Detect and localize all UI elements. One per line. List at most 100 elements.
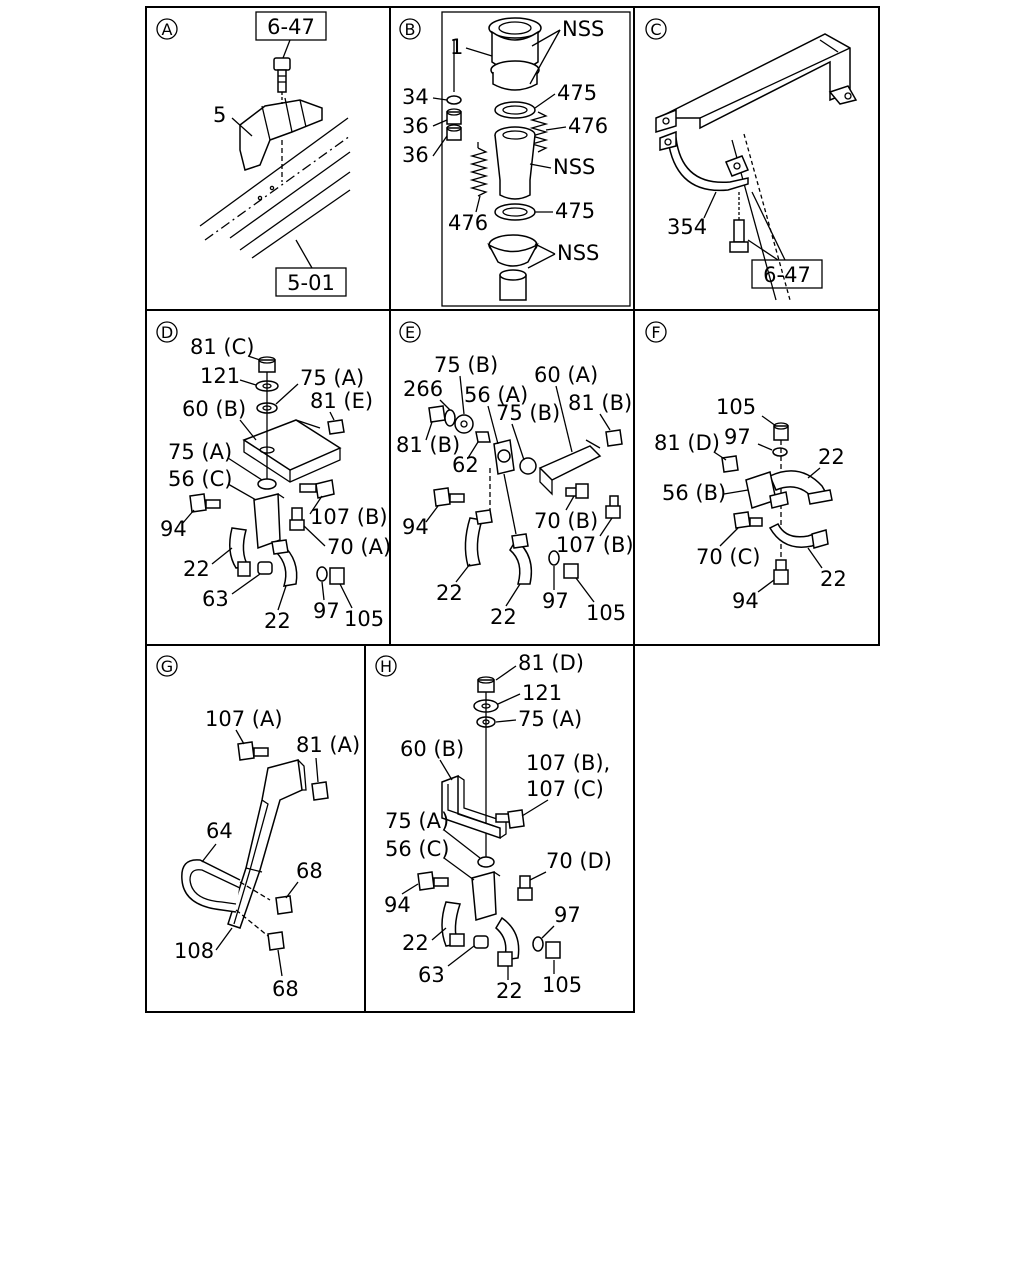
bushing-75a-lower — [477, 856, 495, 868]
callout-label: 75 (B) — [496, 401, 560, 425]
callout-label: 68 — [272, 977, 299, 1001]
bushing-75a-lower — [257, 478, 277, 490]
callout-label: 94 — [384, 893, 411, 917]
nut-68-lower — [267, 931, 285, 951]
nut-36-lower — [446, 124, 462, 141]
callout-label: 64 — [206, 819, 233, 843]
panel-e-letter-circle — [399, 321, 421, 343]
clamp-22-upper — [769, 470, 833, 505]
callout-label: 108 — [174, 939, 214, 963]
clamp-22-right — [509, 533, 533, 585]
bolt-70a — [289, 507, 305, 531]
callout-label: 81 (B) — [568, 391, 632, 415]
callout-label: 81 (E) — [310, 389, 373, 413]
callout-label: 105 — [716, 395, 756, 419]
panel-f-letter: F — [651, 323, 660, 342]
band-clamp-354 — [659, 130, 749, 192]
flange-lower — [487, 234, 539, 301]
callout-label: 22 — [818, 445, 845, 469]
callout-label: 354 — [667, 215, 707, 239]
clamp-22-right — [495, 916, 520, 967]
callout-label: 94 — [160, 517, 187, 541]
washer-97 — [548, 550, 560, 566]
callout-label: 60 (A) — [534, 363, 598, 387]
nut-81d — [477, 676, 495, 693]
callout-label: 266 — [403, 377, 443, 401]
callout-label: 22 — [436, 581, 463, 605]
panel-frames — [145, 6, 880, 1013]
spring-476-right — [529, 111, 549, 153]
washer-266 — [444, 409, 456, 427]
callout-label: 6-47 — [763, 263, 811, 287]
panel-e: E — [396, 321, 634, 629]
panel-b-letter: B — [405, 20, 416, 39]
panel-g: G 107 (A) 81 (A) 64 — [156, 655, 360, 1001]
bolt-6-47 — [729, 192, 749, 253]
callout-label: 107 (B), — [526, 751, 610, 775]
callout-label: 62 — [452, 453, 479, 477]
callout-label: 105 — [344, 607, 384, 631]
callout-label: 34 — [402, 85, 429, 109]
bolt-107bc — [495, 809, 525, 829]
panel-g-letter-circle — [156, 655, 178, 677]
bolt-70b — [565, 483, 589, 499]
callout-label: 6-47 — [267, 15, 315, 39]
panel-d-letter: D — [161, 323, 173, 342]
clamp-22-lower — [768, 522, 829, 549]
bushing-75b-right — [519, 457, 537, 475]
flange-upper — [488, 17, 542, 91]
callout-label: 81 (B) — [396, 433, 460, 457]
callout-label: 22 — [496, 979, 523, 1003]
nut-68-upper — [275, 895, 293, 915]
callout-label: 476 — [568, 114, 608, 138]
nut-81b-right — [605, 429, 623, 447]
callout-label: 75 (A) — [300, 366, 364, 390]
callout-label: 5 — [213, 103, 226, 127]
callout-label: 105 — [586, 601, 626, 625]
bolt-107b — [605, 495, 621, 519]
callout-label: 97 — [542, 589, 569, 613]
callout-label: 94 — [402, 515, 429, 539]
callout-label: 107 (B) — [310, 505, 388, 529]
frame-member — [655, 33, 858, 301]
panel-b: B — [399, 11, 631, 307]
holder-56c — [471, 871, 501, 921]
bracket-5 — [239, 97, 323, 182]
bushing-75b-left — [454, 414, 474, 434]
callout-label: 1 — [450, 35, 463, 59]
nut-81b-left — [428, 405, 446, 423]
bolt-70d — [517, 875, 533, 901]
nut-36-upper — [446, 108, 462, 125]
bolt-94 — [189, 493, 221, 513]
panel-d-letter-circle — [156, 321, 178, 343]
callout-label: 81 (C) — [190, 335, 254, 359]
panel-f: F 105 — [645, 321, 847, 613]
clamp-22-right — [271, 539, 298, 587]
callout-label: 81 (D) — [654, 431, 720, 455]
washer-97 — [316, 566, 328, 582]
panel-a: A 6-47 5 — [156, 11, 351, 297]
bolt-94 — [773, 559, 789, 585]
nut-105 — [545, 941, 561, 959]
callout-label: NSS — [553, 155, 595, 179]
ref-box — [751, 259, 823, 289]
callout-label: 70 (B) — [534, 509, 598, 533]
panel-c-letter-circle — [645, 18, 667, 40]
frame-rail — [199, 117, 351, 259]
nut-81c — [258, 356, 276, 373]
callout-label: 97 — [724, 425, 751, 449]
callout-label: 97 — [554, 903, 581, 927]
callout-label: 60 (B) — [400, 737, 464, 761]
assembly-box — [441, 11, 631, 307]
bolt-6-47 — [273, 57, 291, 104]
ref-box — [255, 11, 327, 41]
callout-label: 107 (B) — [556, 533, 634, 557]
callout-label: 105 — [542, 973, 582, 997]
bracket-60b — [242, 419, 342, 483]
clamp-22-left — [441, 901, 465, 947]
callout-label: 56 (A) — [464, 383, 528, 407]
callout-label: 121 — [200, 364, 240, 388]
panel-c-letter: C — [650, 20, 661, 39]
callout-label: 75 (A) — [168, 440, 232, 464]
